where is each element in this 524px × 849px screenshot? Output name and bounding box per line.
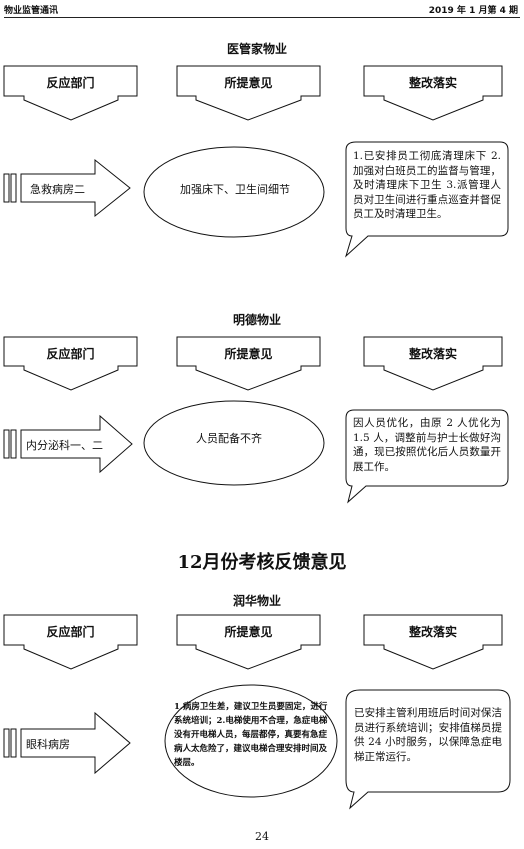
action-text: 已安排主管利用班后时间对保洁员进行系统培训；安排值梯员提供 24 小时服务，以保… xyxy=(354,707,502,763)
action-bubble xyxy=(345,141,509,258)
page-section-title: 12月份考核反馈意见 xyxy=(177,552,347,573)
section-1-shapes xyxy=(3,65,509,258)
header-issue: 2019 年 1 月第 4 期 xyxy=(428,6,518,16)
issue-ellipse xyxy=(143,400,325,486)
bar-icon xyxy=(10,173,17,203)
column-label-issue: 所提意见 xyxy=(224,347,273,361)
issue-text: 人员配备不齐 xyxy=(196,432,262,445)
company-name: 医管家物业 xyxy=(226,42,287,56)
bar-icon xyxy=(3,728,10,758)
column-label-action: 整改落实 xyxy=(408,347,457,361)
action-bubble xyxy=(345,689,511,810)
bar-icon xyxy=(10,728,17,758)
column-label-dept: 反应部门 xyxy=(46,76,95,90)
action-bubble xyxy=(345,409,509,504)
column-label-issue: 所提意见 xyxy=(224,76,273,90)
column-label-dept: 反应部门 xyxy=(46,347,95,361)
header-title: 物业监管通讯 xyxy=(4,6,59,16)
column-label-issue: 所提意见 xyxy=(224,625,273,639)
department-name: 眼科病房 xyxy=(26,738,70,751)
column-arrow-dept xyxy=(3,336,138,391)
dept-arrow xyxy=(20,414,133,474)
company-name: 润华物业 xyxy=(232,594,281,608)
dept-arrow xyxy=(20,711,131,775)
column-arrow-dept xyxy=(3,614,138,670)
column-arrow-issue xyxy=(176,65,321,121)
dept-arrow xyxy=(20,158,131,218)
section-2-shapes xyxy=(3,336,509,504)
column-arrow-issue xyxy=(176,614,321,670)
column-label-action: 整改落实 xyxy=(408,76,457,90)
department-name: 内分泌科一、二 xyxy=(26,439,103,452)
page-number: 24 xyxy=(255,830,269,843)
issue-ellipse xyxy=(143,146,325,238)
action-text: 1.已安排员工彻底清理床下 2.加强对白班员工的监督与管理，及时清理床下卫生 3… xyxy=(353,150,501,220)
company-name: 明德物业 xyxy=(232,313,281,327)
section-3-shapes xyxy=(3,614,511,810)
column-arrow-issue xyxy=(176,336,321,391)
bar-icon xyxy=(10,429,17,459)
column-arrow-action xyxy=(363,65,503,121)
issue-text: 加强床下、卫生间细节 xyxy=(180,183,290,196)
column-label-dept: 反应部门 xyxy=(46,625,95,639)
bar-icon xyxy=(3,173,10,203)
column-arrow-dept xyxy=(3,65,138,121)
column-label-action: 整改落实 xyxy=(408,625,457,639)
action-text: 因人员优化，由原 2 人优化为 1.5 人，调整前与护士长做好沟通，现已按照优化… xyxy=(353,417,501,473)
column-arrow-action xyxy=(363,336,503,391)
header-rule xyxy=(4,17,520,18)
department-name: 急救病房二 xyxy=(30,183,85,196)
column-arrow-action xyxy=(363,614,503,670)
bar-icon xyxy=(3,429,10,459)
issue-text: 1.病房卫生差，建议卫生员要固定，进行系统培训；2.电梯使用不合理，急症电梯没有… xyxy=(174,702,328,768)
issue-ellipse xyxy=(164,684,338,798)
